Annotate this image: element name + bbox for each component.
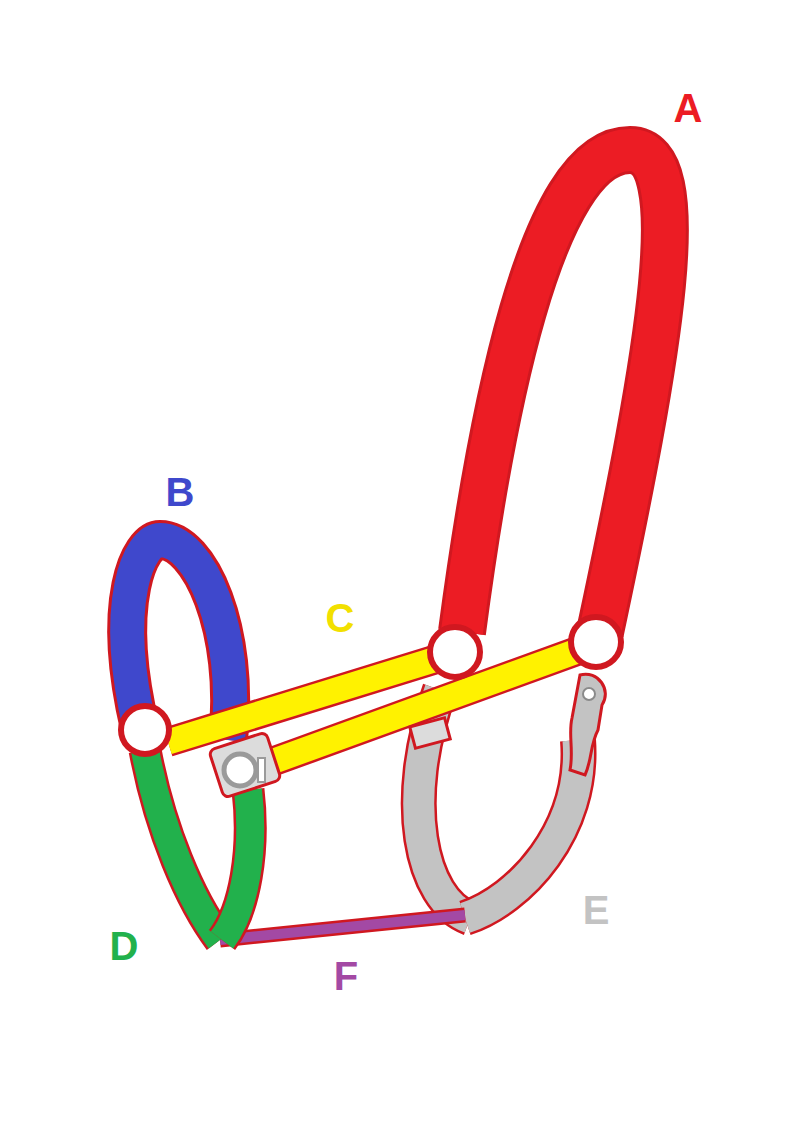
noseband-lower: [145, 750, 220, 940]
buckle-roller: [224, 754, 256, 786]
cheek-bar-outline: [255, 650, 580, 768]
part-letter: D: [110, 926, 139, 966]
ring: [571, 617, 621, 667]
buckle-tongue: [258, 758, 265, 782]
snap-hook: [570, 674, 605, 775]
part-letter: C: [326, 598, 355, 638]
noseband-lower-outline: [145, 750, 220, 940]
buckle: [209, 732, 282, 798]
part-letter: E: [583, 890, 610, 930]
noseband-lower-outline: [222, 790, 250, 940]
chin-strap: [220, 915, 465, 940]
part-letter: A: [674, 88, 703, 128]
keeper: [410, 718, 450, 749]
cheek-strap: [465, 740, 579, 918]
cheek-bar: [255, 650, 580, 768]
crownpiece-outline: [462, 150, 665, 632]
ring: [430, 627, 480, 677]
part-letter: B: [166, 472, 195, 512]
crownpiece: [462, 150, 665, 632]
chin-strap-outline: [220, 915, 465, 940]
snap-eye: [583, 688, 595, 700]
noseband-lower: [222, 790, 250, 940]
ring: [121, 706, 169, 754]
cheek-strap-outline: [465, 740, 579, 918]
part-letter: F: [334, 956, 358, 996]
